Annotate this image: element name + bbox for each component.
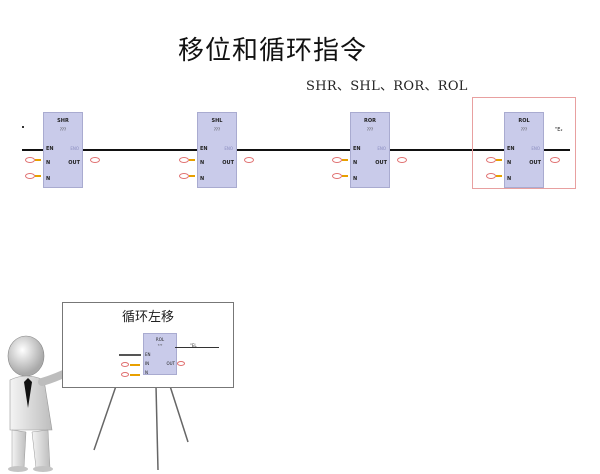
out-pin: OUT (529, 160, 541, 166)
block-name: SHR (57, 118, 69, 124)
out-pin: OUT (375, 160, 387, 166)
mini-input-ornament-icon (121, 362, 129, 367)
en-pin: EN (507, 146, 515, 152)
in-pin: N (200, 160, 205, 166)
rol-note: "E₂ (555, 127, 563, 133)
output-ornament-icon (244, 157, 254, 163)
ror-block[interactable]: ROR ??? EN ENO N OUT N (350, 112, 390, 188)
presentation-board: 循环左移 ROL ??? EN IN OUT N "EL (62, 302, 234, 388)
mini-n-pin: N (145, 370, 148, 375)
in-pin: N (353, 160, 358, 166)
eno-pin: ENO (224, 146, 233, 151)
n-ornament-icon (486, 173, 496, 179)
input-stub (35, 159, 41, 161)
n-pin: N (507, 176, 512, 182)
output-ornament-icon (550, 157, 560, 163)
mini-in-pin: IN (145, 361, 150, 366)
input-ornament-icon (179, 157, 189, 163)
in-pin: N (46, 160, 51, 166)
mini-input-stub (130, 364, 140, 366)
n-pin: N (353, 176, 358, 182)
mini-note: "EL (190, 343, 197, 348)
eno-pin: ENO (377, 146, 386, 151)
left-dot (22, 126, 24, 128)
page-title: 移位和循环指令 (178, 36, 368, 66)
n-pin: N (200, 176, 205, 182)
input-ornament-icon (332, 157, 342, 163)
block-param: ??? (213, 127, 221, 132)
n-ornament-icon (332, 173, 342, 179)
input-stub (342, 159, 348, 161)
mini-en-stub (119, 354, 141, 356)
mini-n-ornament-icon (121, 372, 129, 377)
block-param: ??? (520, 127, 528, 132)
shr-block[interactable]: SHR ??? EN ENO N OUT N (43, 112, 83, 188)
input-stub (496, 159, 502, 161)
block-param: ??? (59, 127, 67, 132)
n-stub (496, 175, 502, 177)
en-pin: EN (46, 146, 54, 152)
input-ornament-icon (486, 157, 496, 163)
output-ornament-icon (397, 157, 407, 163)
mini-out-pin: OUT (166, 361, 175, 366)
out-pin: OUT (222, 160, 234, 166)
block-name: ROR (364, 118, 376, 124)
page-subtitle: SHR、SHL、ROR、ROL (306, 79, 468, 94)
eno-pin: ENO (70, 146, 79, 151)
block-name: SHL (211, 118, 223, 124)
output-ornament-icon (90, 157, 100, 163)
n-stub (35, 175, 41, 177)
easel-stand (93, 385, 189, 471)
en-pin: EN (200, 146, 208, 152)
mini-n-stub (130, 374, 140, 376)
in-pin: N (507, 160, 512, 166)
input-stub (189, 159, 195, 161)
board-title: 循环左移 (121, 310, 174, 325)
en-pin: EN (353, 146, 361, 152)
power-rail (22, 149, 570, 151)
mini-rol-block: ROL ??? EN IN OUT N (143, 333, 177, 375)
n-pin: N (46, 176, 51, 182)
n-ornament-icon (179, 173, 189, 179)
block-name: ROL (518, 118, 530, 124)
rol-highlight-frame (472, 97, 576, 189)
rol-block[interactable]: ROL ??? EN ENO N OUT N (504, 112, 544, 188)
input-ornament-icon (25, 157, 35, 163)
mini-block-param: ??? (157, 343, 163, 347)
eno-pin: ENO (531, 146, 540, 151)
mini-block-name: ROL (155, 337, 165, 342)
n-stub (189, 175, 195, 177)
mini-en-pin: EN (145, 352, 151, 357)
mini-output-ornament-icon (177, 361, 185, 366)
block-param: ??? (366, 127, 374, 132)
shl-block[interactable]: SHL ??? EN ENO N OUT N (197, 112, 237, 188)
presenter-figure-icon (7, 335, 78, 472)
out-pin: OUT (68, 160, 80, 166)
mini-rail (175, 347, 219, 348)
n-stub (342, 175, 348, 177)
n-ornament-icon (25, 173, 35, 179)
